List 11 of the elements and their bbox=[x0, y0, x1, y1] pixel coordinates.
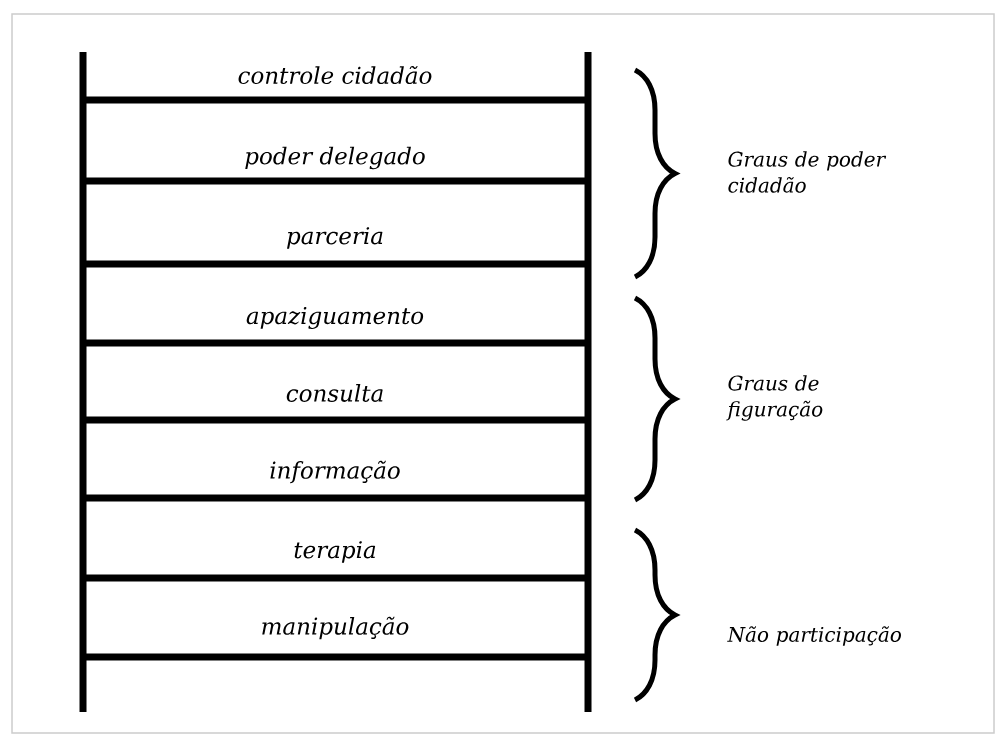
rung-label: apaziguamento bbox=[246, 306, 424, 329]
group-label: Não participação bbox=[727, 626, 901, 646]
rung-label: poder delegado bbox=[245, 146, 425, 170]
rung-label: controle cidadão bbox=[238, 65, 432, 85]
rung-label: terapia bbox=[294, 541, 376, 563]
group-label: Graus de poder cidadão bbox=[728, 151, 887, 193]
rung-label: parceria bbox=[287, 227, 383, 249]
rung-label: informação bbox=[270, 460, 400, 484]
rung-label: manipulação bbox=[262, 616, 409, 640]
group-label: Graus de figuração bbox=[726, 375, 823, 421]
rung-label: consulta bbox=[286, 384, 383, 402]
